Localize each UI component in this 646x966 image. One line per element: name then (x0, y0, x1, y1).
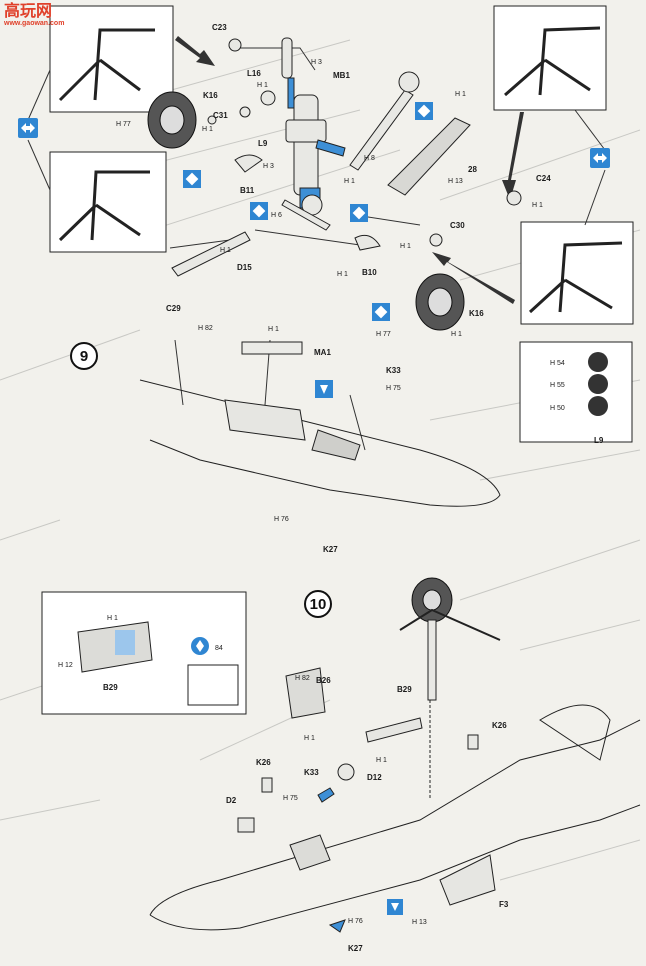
label-28: 28 (468, 165, 477, 174)
label-d15: D15 (237, 263, 252, 272)
label-c23: C23 (212, 23, 227, 32)
label-b29-inset: B29 (103, 683, 118, 692)
label-k27-step9: K27 (323, 545, 338, 554)
step9-fuselage (139, 341, 501, 507)
pointer-arrows (175, 36, 524, 304)
svg-text:H 8: H 8 (364, 155, 375, 162)
label-k26-left: K26 (256, 758, 271, 767)
svg-text:H 76: H 76 (348, 918, 363, 925)
svg-text:H 12: H 12 (58, 662, 73, 669)
decal-number: 84 (215, 645, 223, 652)
svg-text:H 1: H 1 (337, 271, 348, 278)
glue-icon (315, 380, 333, 398)
step10-inset-box (41, 591, 247, 715)
paint-codes: H 3 H 1 H 1 H 77 H 1 H 3 H 8 H 1 H 13 H … (58, 59, 565, 926)
label-c29: C29 (166, 304, 181, 313)
diamond-icon (415, 102, 433, 120)
label-l9: L9 (258, 139, 268, 148)
diamond-icon (372, 303, 390, 321)
svg-text:H 1: H 1 (400, 243, 411, 250)
label-f3: F3 (499, 900, 509, 909)
svg-text:9: 9 (80, 348, 88, 365)
svg-text:H 3: H 3 (263, 163, 274, 170)
small-parts-step10 (237, 734, 479, 933)
step-9-badge: 9 (70, 342, 98, 370)
svg-text:H 77: H 77 (116, 121, 131, 128)
inset-box-4 (520, 221, 634, 325)
watermark-title: 高玩网 (4, 3, 53, 20)
flip-arrow-icon (18, 118, 38, 138)
label-c24: C24 (536, 174, 551, 183)
svg-text:H 1: H 1 (202, 126, 213, 133)
label-k16-top: K16 (203, 91, 218, 100)
svg-text:H 1: H 1 (220, 247, 231, 254)
svg-text:H 82: H 82 (198, 325, 213, 332)
svg-text:H 13: H 13 (448, 178, 463, 185)
glue-icon (387, 899, 403, 915)
svg-text:H 82: H 82 (295, 675, 310, 682)
label-ma1: MA1 (314, 348, 331, 357)
diamond-icon (183, 170, 201, 188)
svg-text:H 1: H 1 (344, 178, 355, 185)
svg-text:H 50: H 50 (550, 405, 565, 412)
watermark-url: www.gaowan.com (4, 20, 65, 27)
inset-box-2 (49, 151, 167, 253)
svg-text:H 1: H 1 (304, 735, 315, 742)
label-c30: C30 (450, 221, 465, 230)
svg-text:H 1: H 1 (455, 91, 466, 98)
door-panel-28 (387, 117, 471, 196)
watermark-logo: 高玩网 www.gaowan.com (4, 4, 64, 28)
small-parts-top (171, 38, 522, 277)
svg-text:H 76: H 76 (274, 516, 289, 523)
diamond-icon (250, 202, 268, 220)
label-b29: B29 (397, 685, 412, 694)
diamond-icon (350, 204, 368, 222)
svg-text:H 55: H 55 (550, 382, 565, 389)
svg-text:H 13: H 13 (412, 919, 427, 926)
nose-gear-step10 (399, 577, 501, 701)
label-l9-inset: L9 (594, 436, 604, 445)
label-d2: D2 (226, 796, 237, 805)
svg-text:H 1: H 1 (268, 326, 279, 333)
svg-text:H 75: H 75 (283, 795, 298, 802)
svg-text:10: 10 (310, 596, 327, 613)
svg-text:H 75: H 75 (386, 385, 401, 392)
svg-text:H 1: H 1 (257, 82, 268, 89)
step-10-badge: 10 (304, 590, 332, 618)
label-mb1: MB1 (333, 71, 350, 80)
label-b11: B11 (240, 186, 255, 195)
label-k26-right: K26 (492, 721, 507, 730)
label-d12: D12 (367, 773, 382, 782)
inset-box-1 (49, 5, 174, 113)
svg-text:H 77: H 77 (376, 331, 391, 338)
label-k33-step10: K33 (304, 768, 319, 777)
svg-text:H 1: H 1 (376, 757, 387, 764)
svg-text:H 54: H 54 (550, 360, 565, 367)
inset-box-3 (493, 5, 607, 111)
label-b10: B10 (362, 268, 377, 277)
wheel-bottom-right (415, 273, 465, 331)
label-k27-step10: K27 (348, 944, 363, 953)
svg-text:H 1: H 1 (532, 202, 543, 209)
paint-chip-panel (519, 341, 633, 443)
label-l16: L16 (247, 69, 261, 78)
landing-gear-strut (281, 37, 420, 231)
label-k16-bottom: K16 (469, 309, 484, 318)
svg-text:H 1: H 1 (107, 615, 118, 622)
part-labels: C23 L16 MB1 K16 C31 L9 B11 D15 B10 28 C2… (103, 23, 604, 953)
label-k33-step9: K33 (386, 366, 401, 375)
svg-text:H 1: H 1 (451, 331, 462, 338)
svg-text:H 6: H 6 (271, 212, 282, 219)
svg-text:H 3: H 3 (311, 59, 322, 66)
wheel-top-left (147, 91, 197, 149)
label-c31: C31 (213, 111, 228, 120)
label-b26: B26 (316, 676, 331, 685)
flip-arrow-icon (590, 148, 610, 168)
